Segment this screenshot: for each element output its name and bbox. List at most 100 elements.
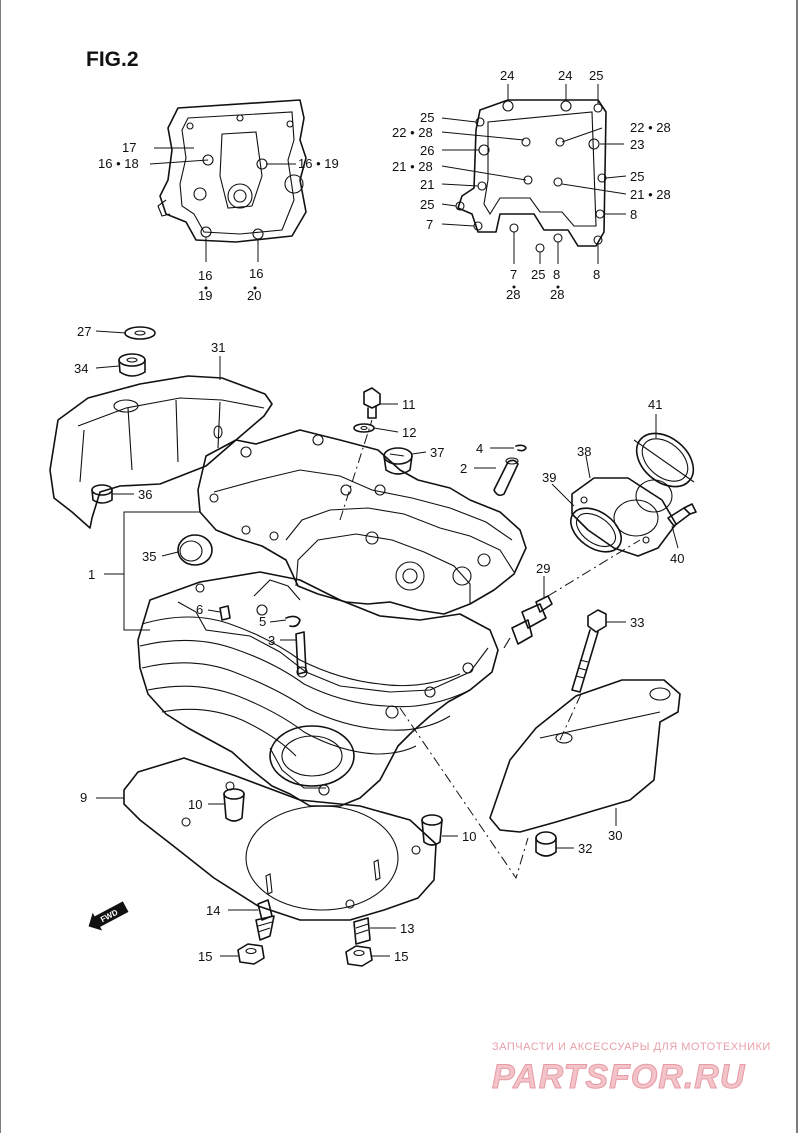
callout-29: 29 bbox=[536, 561, 550, 576]
callout-22-28a: 22 • 28 bbox=[392, 125, 433, 140]
callout-35: 35 bbox=[142, 549, 156, 564]
part-39-o-ring bbox=[570, 507, 622, 553]
callout-25c: 25 bbox=[630, 169, 644, 184]
part-35-seal bbox=[177, 534, 213, 566]
callout-10b: 10 bbox=[462, 829, 476, 844]
callout-9: 9 bbox=[80, 790, 87, 805]
part-30-side-cover bbox=[489, 679, 681, 833]
inset-left-leaders bbox=[149, 147, 296, 262]
callout-27: 27 bbox=[77, 324, 91, 339]
part-2-pin bbox=[493, 457, 519, 497]
inset-right-callouts: 24 24 25 25 22 • 28 22 • 28 26 23 21 • 2… bbox=[392, 68, 671, 302]
callout-8c: 8 bbox=[593, 267, 600, 282]
callout-41: 41 bbox=[648, 397, 662, 412]
gasket-studs bbox=[265, 859, 381, 895]
callout-15b: 15 bbox=[394, 949, 408, 964]
callout-30: 30 bbox=[608, 828, 622, 843]
callout-39: 39 bbox=[542, 470, 556, 485]
callout-16-19: 16 • 19 bbox=[298, 156, 339, 171]
part-38-intake-pipe bbox=[571, 477, 677, 557]
inset-right-dots bbox=[204, 285, 560, 290]
callout-31: 31 bbox=[211, 340, 225, 355]
callout-4: 4 bbox=[476, 441, 483, 456]
callout-1: 1 bbox=[88, 567, 95, 582]
inset-right-leaders bbox=[441, 84, 627, 264]
callout-25d: 25 bbox=[420, 197, 434, 212]
part-40-screw bbox=[667, 503, 697, 527]
callout-26: 26 bbox=[420, 143, 434, 158]
part-3-pin bbox=[295, 631, 307, 675]
callout-15a: 15 bbox=[198, 949, 212, 964]
callout-7a: 7 bbox=[426, 217, 433, 232]
callout-25e: 25 bbox=[531, 267, 545, 282]
callout-5: 5 bbox=[259, 614, 266, 629]
callout-33: 33 bbox=[630, 615, 644, 630]
callout-40: 40 bbox=[670, 551, 684, 566]
part-36-grommet bbox=[91, 484, 113, 504]
part-10-dowel-right bbox=[421, 814, 443, 846]
callout-17: 17 bbox=[122, 140, 136, 155]
callout-25a: 25 bbox=[589, 68, 603, 83]
part-33-bolt bbox=[571, 609, 607, 693]
callout-16-18: 16 • 18 bbox=[98, 156, 139, 171]
callout-21: 21 bbox=[420, 177, 434, 192]
part-27-washer bbox=[124, 326, 156, 340]
callout-22-28b: 22 • 28 bbox=[630, 120, 671, 135]
callout-13: 13 bbox=[400, 921, 414, 936]
callout-8a: 8 bbox=[630, 207, 637, 222]
main-callouts: 27 34 31 36 35 1 11 12 37 4 2 41 38 39 4… bbox=[74, 324, 684, 964]
callout-11: 11 bbox=[402, 397, 416, 412]
figure-title: FIG.2 bbox=[86, 48, 139, 71]
callout-16b: 16 bbox=[249, 266, 263, 281]
assembly-lines bbox=[339, 419, 641, 880]
callout-37: 37 bbox=[430, 445, 444, 460]
part-6-dowel bbox=[219, 605, 231, 621]
part-15-nut-right bbox=[345, 945, 373, 967]
watermark-caption: ЗАПЧАСТИ И АКСЕССУАРЫ ДЛЯ МОТОТЕХНИКИ bbox=[492, 1041, 771, 1053]
part-37-cap bbox=[383, 447, 413, 475]
callout-10a: 10 bbox=[188, 797, 202, 812]
callout-38: 38 bbox=[577, 444, 591, 459]
part-1-bracket bbox=[104, 511, 200, 631]
callout-20: 20 bbox=[247, 288, 261, 303]
inset-left-callouts: 17 16 • 18 16 • 19 16 19 16 20 bbox=[98, 140, 339, 303]
watermark-logo: PARTSFOR.RU bbox=[492, 1058, 746, 1096]
callout-28a: 28 bbox=[506, 287, 520, 302]
callout-16a: 16 bbox=[198, 268, 212, 283]
part-9-gasket bbox=[123, 757, 437, 921]
callout-24b: 24 bbox=[558, 68, 572, 83]
callout-25b: 25 bbox=[420, 110, 434, 125]
inset-head-top-view bbox=[157, 99, 307, 243]
part-11-bolt bbox=[363, 387, 381, 419]
part-31-cover bbox=[49, 375, 273, 529]
fwd-arrow-badge: FWD bbox=[88, 901, 129, 931]
callout-24a: 24 bbox=[500, 68, 514, 83]
callout-14: 14 bbox=[206, 903, 220, 918]
callout-32: 32 bbox=[578, 841, 592, 856]
callout-7b: 7 bbox=[510, 267, 517, 282]
part-4-clip bbox=[515, 444, 527, 452]
part-12-washer bbox=[353, 423, 375, 433]
part-5-clip bbox=[285, 615, 301, 628]
part-34-grommet bbox=[118, 353, 146, 377]
part-32-cap bbox=[535, 831, 557, 857]
callout-3: 3 bbox=[268, 633, 275, 648]
part-10-dowel-left bbox=[223, 788, 245, 822]
part-15-nut-left bbox=[237, 943, 265, 965]
callout-21-28b: 21 • 28 bbox=[630, 187, 671, 202]
callout-36: 36 bbox=[138, 487, 152, 502]
part-41-clamp bbox=[633, 432, 695, 488]
part-29-spark-plug bbox=[503, 595, 553, 649]
part-13-stud bbox=[353, 917, 371, 945]
watermark: ЗАПЧАСТИ И АКСЕССУАРЫ ДЛЯ МОТОТЕХНИКИ PA… bbox=[492, 1041, 771, 1097]
callout-21-28a: 21 • 28 bbox=[392, 159, 433, 174]
callout-28b: 28 bbox=[550, 287, 564, 302]
callout-12: 12 bbox=[402, 425, 416, 440]
callout-34: 34 bbox=[74, 361, 88, 376]
part-14-stud bbox=[255, 899, 275, 941]
part-1-cylinder-head bbox=[137, 429, 527, 807]
callout-19: 19 bbox=[198, 288, 212, 303]
callout-6: 6 bbox=[196, 602, 203, 617]
inset-cover-bolt-layout bbox=[455, 99, 607, 253]
